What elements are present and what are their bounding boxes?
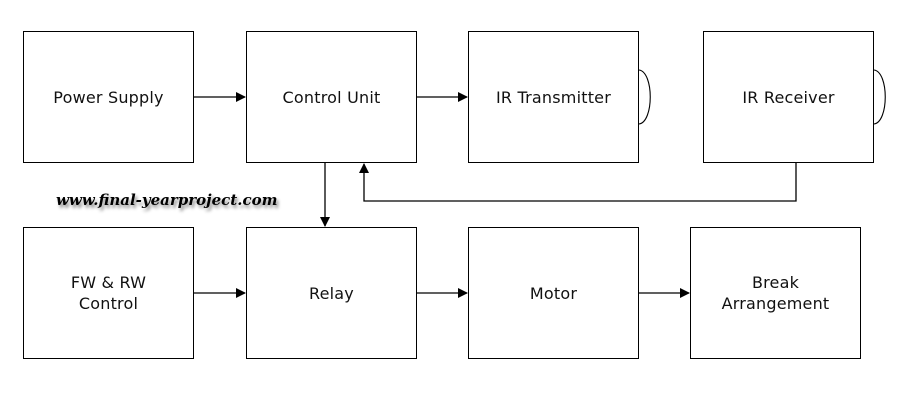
control-unit-block: Control Unit [246, 31, 417, 163]
break-arrangement-block: Break Arrangement [690, 227, 861, 359]
power-supply-block: Power Supply [23, 31, 194, 163]
fw-rw-control-label: FW & RW Control [70, 273, 147, 313]
control-unit-label: Control Unit [282, 87, 381, 107]
motor-label: Motor [529, 283, 578, 303]
power-supply-label: Power Supply [53, 87, 164, 107]
relay-label: Relay [309, 283, 354, 303]
watermark-url: www.final-yearproject.com [56, 191, 278, 209]
relay-block: Relay [246, 227, 417, 359]
ir-transmitter-label: IR Transmitter [495, 87, 611, 107]
ir-receiver-block: IR Receiver [703, 31, 874, 163]
ir-transmitter-emitter-icon [638, 69, 651, 125]
fw-rw-control-block: FW & RW Control [23, 227, 194, 359]
break-arrangement-label: Break Arrangement [721, 273, 830, 313]
arrow-receiver-to-control [359, 163, 797, 202]
motor-block: Motor [468, 227, 639, 359]
ir-receiver-label: IR Receiver [742, 87, 835, 107]
ir-transmitter-block: IR Transmitter [468, 31, 639, 163]
ir-receiver-sensor-icon [873, 69, 886, 125]
